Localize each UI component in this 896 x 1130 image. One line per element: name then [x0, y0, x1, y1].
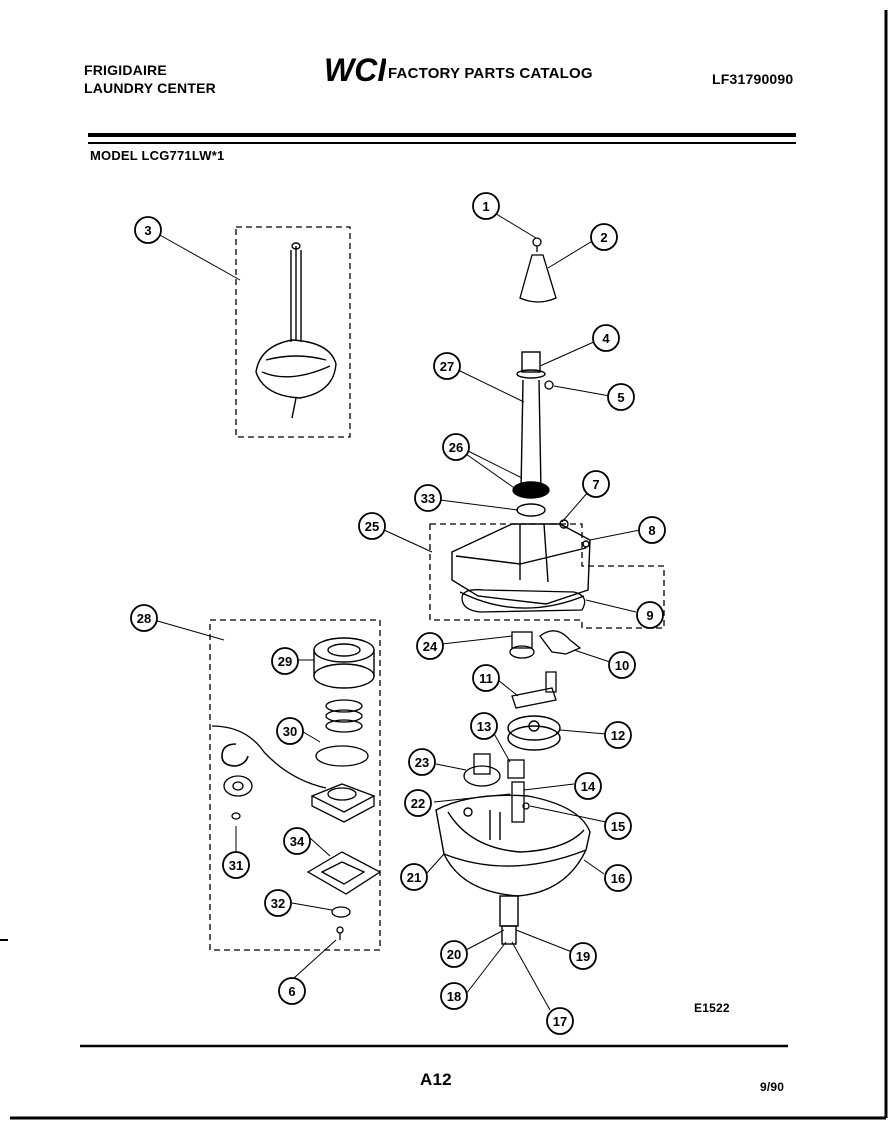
- part-21-gearcase: [435, 794, 591, 897]
- brand-line-2: LAUNDRY CENTER: [84, 80, 216, 96]
- part-13-bushing: [507, 759, 525, 779]
- callout-11: 11: [479, 671, 493, 686]
- callout-16: 16: [611, 871, 625, 886]
- callout-14: 14: [581, 779, 596, 794]
- callout-27: 27: [440, 359, 454, 374]
- callout-21: 21: [407, 870, 421, 885]
- header-rule-thin: [88, 142, 796, 144]
- callout-22: 22: [411, 796, 425, 811]
- header-rule-thick: [88, 133, 796, 137]
- part-2-cap: [519, 254, 557, 303]
- leader-lines: [153, 211, 641, 1011]
- callout-1: 1: [482, 199, 489, 214]
- model-number: MODEL LCG771LW*1: [90, 148, 225, 163]
- part-25-housing: [451, 519, 591, 609]
- part-30-oring: [315, 745, 369, 767]
- callout-34: 34: [290, 834, 305, 849]
- part-17-20-stem: [499, 895, 519, 945]
- part-15-clip: [522, 802, 530, 810]
- main-shaft: [512, 351, 550, 517]
- group-box-28: [209, 619, 381, 951]
- part-14-shaft: [511, 781, 525, 823]
- part-29-seal: [313, 637, 375, 689]
- callout-32: 32: [271, 896, 285, 911]
- part-34-gasket: [306, 851, 382, 895]
- callout-23: 23: [415, 755, 429, 770]
- callout-8: 8: [648, 523, 655, 538]
- callout-2: 2: [600, 230, 607, 245]
- brand-line-1: FRIGIDAIRE: [84, 62, 167, 78]
- callout-30: 30: [283, 724, 297, 739]
- callout-17: 17: [553, 1014, 567, 1029]
- callout-29: 29: [278, 654, 292, 669]
- part-1-screw: [532, 237, 542, 252]
- callout-19: 19: [576, 949, 590, 964]
- part-seal-block: [310, 783, 376, 823]
- callout-28: 28: [137, 611, 151, 626]
- diagram-code: E1522: [694, 1001, 730, 1015]
- callout-5: 5: [617, 390, 624, 405]
- catalog-title: FACTORY PARTS CATALOG: [388, 65, 593, 82]
- group-box-25: [429, 523, 665, 629]
- callout-26: 26: [449, 440, 463, 455]
- callout-20: 20: [447, 947, 461, 962]
- callout-bubbles: [130, 192, 666, 1035]
- page-number: A12: [420, 1070, 452, 1089]
- inset-arc: [211, 725, 327, 789]
- svg-text:WCI: WCI: [324, 53, 386, 85]
- catalog-date: 9/90: [760, 1080, 785, 1094]
- callout-4: 4: [602, 331, 610, 346]
- retaining-ring: [221, 743, 249, 767]
- callout-7: 7: [592, 477, 599, 492]
- document-number: LF31790090: [712, 71, 794, 87]
- callout-13: 13: [477, 719, 491, 734]
- callout-6: 6: [288, 984, 295, 999]
- group-box-3: [235, 226, 351, 438]
- callout-9: 9: [646, 608, 653, 623]
- callout-10: 10: [615, 658, 629, 673]
- part-9-gasket: [461, 589, 586, 613]
- part-32-washer: [331, 906, 351, 918]
- callout-12: 12: [611, 728, 625, 743]
- bearing: [223, 775, 253, 797]
- wci-logo: WCI: [324, 53, 386, 85]
- part-12-gear: [507, 715, 561, 751]
- callout-24: 24: [423, 639, 438, 654]
- part-3-transmission: [255, 242, 337, 419]
- callout-33: 33: [421, 491, 435, 506]
- part-30-spring: [325, 699, 363, 733]
- callout-3: 3: [144, 223, 151, 238]
- part-11-crank: [511, 671, 557, 709]
- callout-25: 25: [365, 519, 379, 534]
- part-10-cam: [539, 630, 582, 655]
- callout-15: 15: [611, 819, 625, 834]
- callout-31: 31: [229, 858, 243, 873]
- part-6-screw: [336, 926, 344, 940]
- callout-18: 18: [447, 989, 461, 1004]
- part-24-pinion: [509, 631, 535, 659]
- part-31-ball: [231, 812, 241, 820]
- part-5-washer: [544, 380, 554, 390]
- part-23-gear: [463, 753, 501, 787]
